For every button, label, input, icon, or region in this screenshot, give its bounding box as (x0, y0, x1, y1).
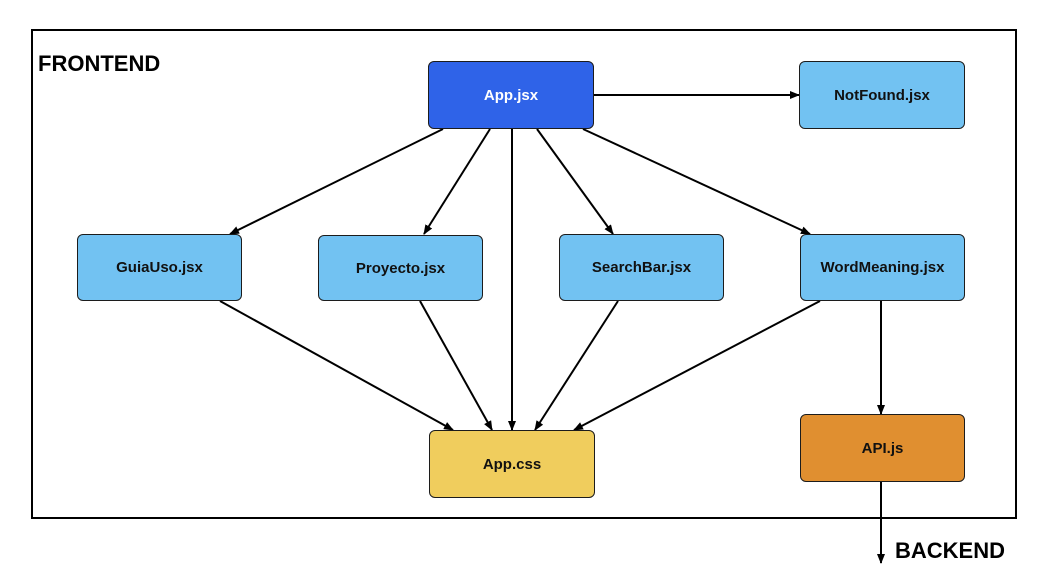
node-api-js: API.js (800, 414, 965, 482)
node-app-css: App.css (429, 430, 595, 498)
frontend-frame (31, 29, 1017, 519)
node-wordmeaning-jsx: WordMeaning.jsx (800, 234, 965, 301)
node-proyecto-jsx: Proyecto.jsx (318, 235, 483, 301)
frontend-label: FRONTEND (38, 51, 161, 76)
edge-proyecto-appcss (419, 300, 493, 431)
edge-wordmeaning-appcss (573, 300, 821, 431)
node-guiauso-jsx: GuiaUso.jsx (77, 234, 242, 301)
node-notfound-jsx: NotFound.jsx (799, 61, 965, 129)
edge-app-proyecto (423, 128, 491, 235)
edge-app-guiauso (229, 128, 444, 235)
edge-guiauso-appcss (219, 300, 454, 431)
backend-label: BACKEND (895, 538, 1005, 563)
node-searchbar-jsx: SearchBar.jsx (559, 234, 724, 301)
node-app-jsx: App.jsx (428, 61, 594, 129)
edge-searchbar-appcss (534, 300, 619, 431)
edge-app-searchbar (536, 128, 614, 235)
edge-app-wordmeaning (582, 128, 811, 235)
